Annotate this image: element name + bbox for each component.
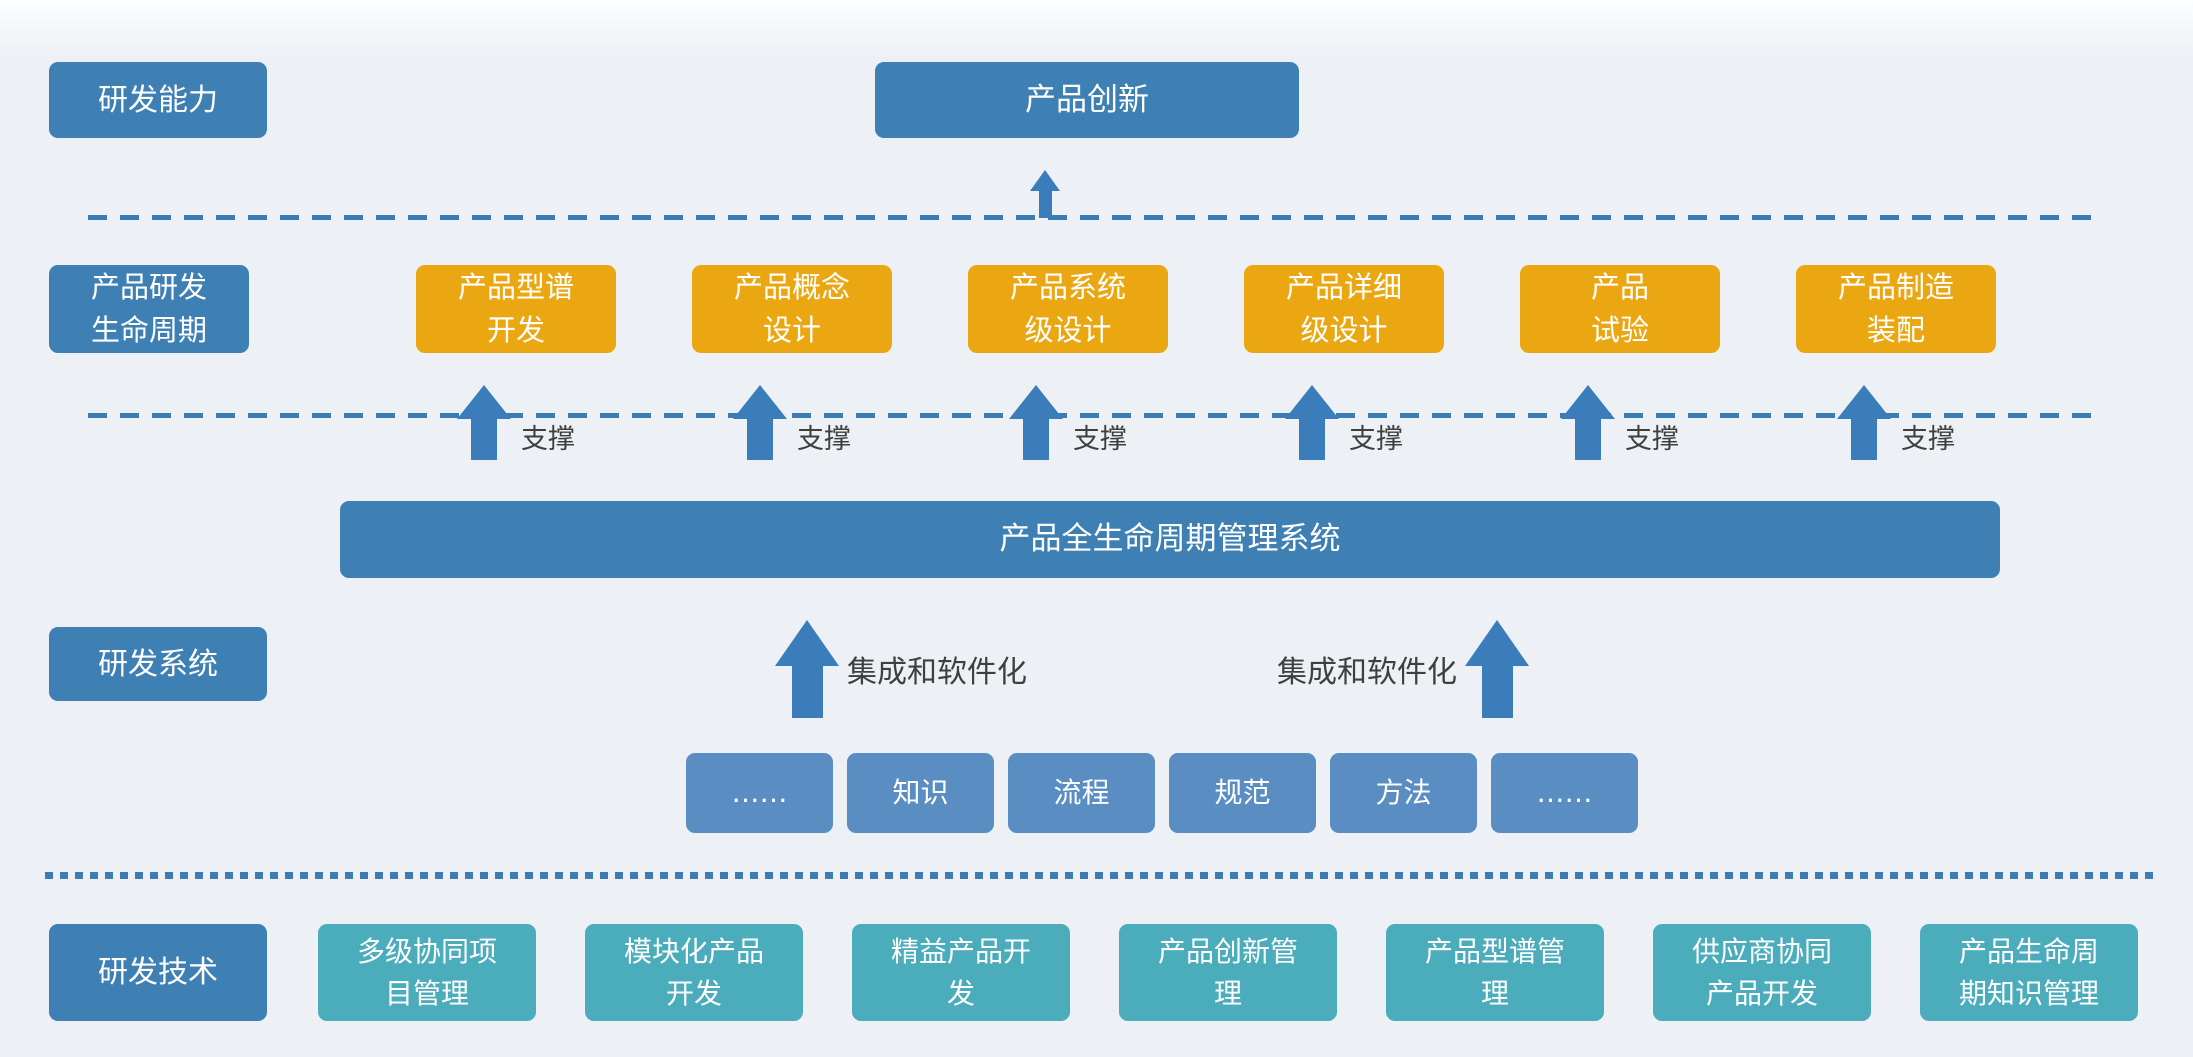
dashed-divider-middle — [88, 413, 2102, 418]
integration-arrow-group: 集成和软件化 — [1277, 620, 1529, 718]
support-label: 支撑 — [1073, 424, 1127, 455]
system-label-box: 研发系统 — [49, 627, 267, 701]
dotted-divider-bottom — [45, 872, 2157, 879]
support-label: 支撑 — [521, 424, 575, 455]
up-arrow-icon — [1465, 620, 1529, 718]
integration-label: 集成和软件化 — [1277, 655, 1457, 690]
stage-box: 产品详细 级设计 — [1244, 265, 1444, 353]
technology-box: 产品型谱管 理 — [1386, 924, 1604, 1021]
stage-box: 产品系统 级设计 — [968, 265, 1168, 353]
technology-box: 精益产品开 发 — [852, 924, 1070, 1021]
support-arrow-group: 支撑 — [968, 385, 1168, 460]
support-arrow-group: 支撑 — [1796, 385, 1996, 460]
element-box: …… — [686, 753, 833, 833]
up-arrow-icon — [775, 620, 839, 718]
support-arrow-group: 支撑 — [416, 385, 616, 460]
element-box: 流程 — [1008, 753, 1155, 833]
technology-box: 模块化产品 开发 — [585, 924, 803, 1021]
stage-box: 产品型谱 开发 — [416, 265, 616, 353]
support-arrow-group: 支撑 — [1244, 385, 1444, 460]
lifecycle-stage-row: 产品型谱 开发 产品概念 设计 产品系统 级设计 产品详细 级设计 产品 试验 … — [416, 265, 1996, 353]
support-arrow-group: 支撑 — [692, 385, 892, 460]
support-label: 支撑 — [1901, 424, 1955, 455]
element-box: …… — [1491, 753, 1638, 833]
stage-box: 产品制造 装配 — [1796, 265, 1996, 353]
up-arrow-icon — [1561, 385, 1615, 460]
plm-system-bar: 产品全生命周期管理系统 — [340, 501, 2000, 578]
element-box: 方法 — [1330, 753, 1477, 833]
up-arrow-icon — [733, 385, 787, 460]
up-arrow-icon — [1285, 385, 1339, 460]
up-arrow-icon — [1030, 170, 1060, 218]
product-innovation-box: 产品创新 — [875, 62, 1299, 138]
technology-row: 多级协同项 目管理 模块化产品 开发 精益产品开 发 产品创新管 理 产品型谱管… — [318, 924, 2138, 1021]
integration-label: 集成和软件化 — [847, 655, 1027, 690]
up-arrow-icon — [1009, 385, 1063, 460]
lifecycle-label-box: 产品研发 生命周期 — [49, 265, 249, 353]
support-label: 支撑 — [1349, 424, 1403, 455]
support-label: 支撑 — [797, 424, 851, 455]
support-label: 支撑 — [1625, 424, 1679, 455]
up-arrow-icon — [1837, 385, 1891, 460]
technology-label-box: 研发技术 — [49, 924, 267, 1021]
element-box: 规范 — [1169, 753, 1316, 833]
system-element-row: …… 知识 流程 规范 方法 …… — [686, 753, 1638, 833]
dashed-divider-top — [88, 215, 2102, 220]
stage-box: 产品概念 设计 — [692, 265, 892, 353]
technology-box: 供应商协同 产品开发 — [1653, 924, 1871, 1021]
up-arrow-icon — [457, 385, 511, 460]
technology-box: 产品创新管 理 — [1119, 924, 1337, 1021]
support-arrow-group: 支撑 — [1520, 385, 1720, 460]
stage-box: 产品 试验 — [1520, 265, 1720, 353]
integration-arrow-group: 集成和软件化 — [775, 620, 1027, 718]
element-box: 知识 — [847, 753, 994, 833]
technology-box: 产品生命周 期知识管理 — [1920, 924, 2138, 1021]
technology-box: 多级协同项 目管理 — [318, 924, 536, 1021]
support-arrow-row: 支撑 支撑 支撑 支撑 支撑 支撑 — [416, 385, 1996, 460]
capability-label-box: 研发能力 — [49, 62, 267, 138]
